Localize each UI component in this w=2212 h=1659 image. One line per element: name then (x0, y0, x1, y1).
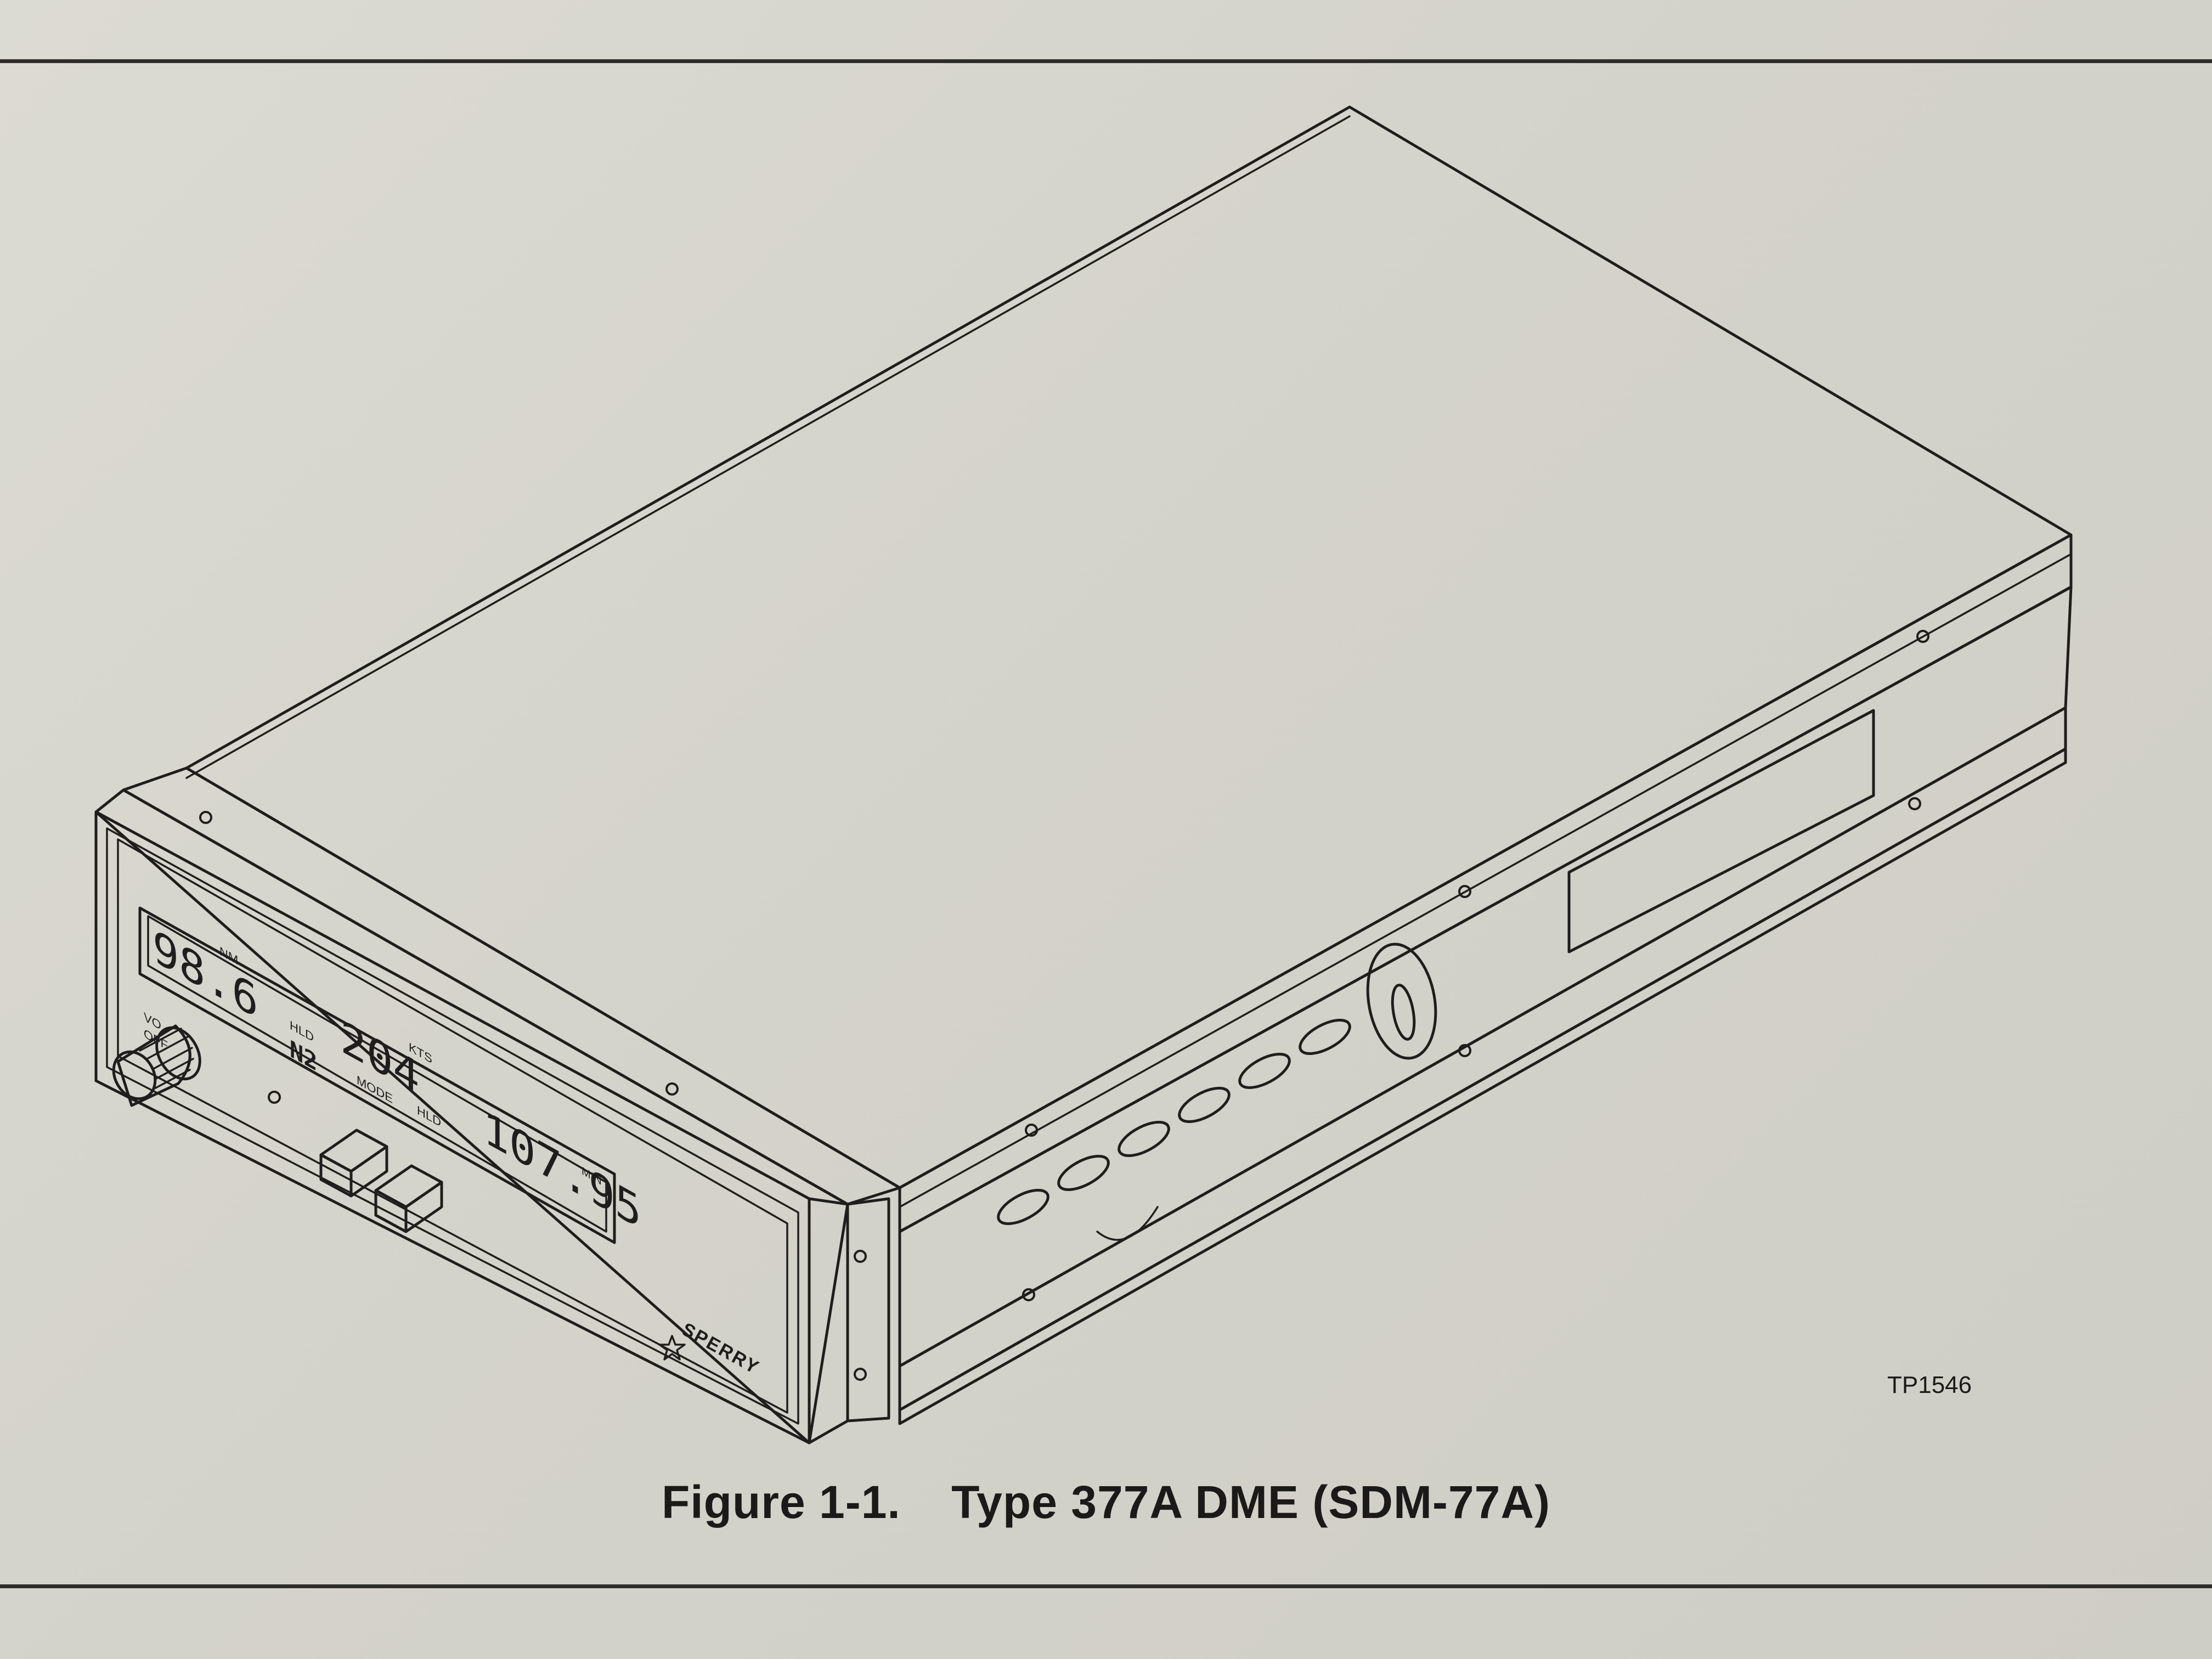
push-button-right[interactable] (374, 1164, 443, 1233)
frequency-readout: 107.95 (483, 1101, 641, 1239)
top-cover (185, 105, 2073, 1189)
front-bezel (94, 766, 901, 1444)
bottom-rule (0, 1584, 2212, 1588)
distance-readout: 98.6 (153, 919, 258, 1029)
brand-logo-text: SPERRY (678, 1319, 763, 1379)
display-window (138, 906, 616, 1244)
figure-caption: Figure 1-1. Type 377A DME (SDM-77A) (0, 1476, 2212, 1529)
figure-number: Figure 1-1. (662, 1476, 901, 1528)
vent-slots (997, 1019, 1351, 1225)
latch-cutout (1366, 943, 1437, 1060)
sperry-star-icon (658, 1335, 686, 1361)
push-button-left[interactable] (319, 1128, 388, 1198)
figure-title: Type 377A DME (SDM-77A) (951, 1476, 1550, 1528)
side-panel (898, 533, 2073, 1425)
figure-id-code: TP1546 (1887, 1372, 1972, 1398)
top-rule (0, 59, 2212, 63)
volume-knob[interactable] (105, 1020, 208, 1107)
display-readouts: 98.6 NM HLD N2 204 KTS MODE HLD (153, 919, 641, 1239)
